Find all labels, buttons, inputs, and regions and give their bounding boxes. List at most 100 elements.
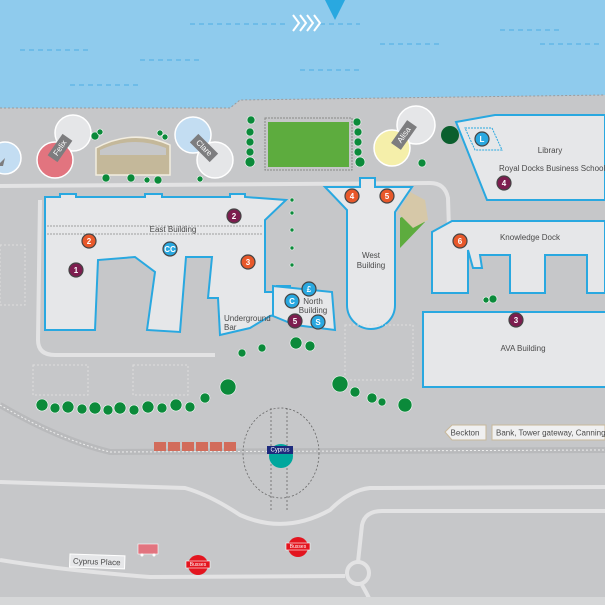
train: [154, 442, 236, 451]
tree-icon: [96, 128, 104, 136]
underground-bar-label-1: Underground: [224, 314, 271, 323]
marker-circle: [81, 233, 97, 249]
marker-circle: [452, 233, 468, 249]
sports-field: [268, 122, 349, 167]
marker-circle: [162, 241, 178, 257]
marker-circle: [379, 188, 395, 204]
tree-icon: [113, 401, 127, 415]
marker-east-1[interactable]: 1: [68, 262, 84, 278]
car-parks: [0, 244, 414, 396]
street-label-cyprus-place: Cyprus Place: [69, 553, 126, 570]
tree-icon: [161, 133, 169, 141]
tree-icon: [353, 137, 363, 147]
tree-icon: [441, 126, 459, 144]
svg-text:Cyprus Place: Cyprus Place: [73, 557, 121, 568]
tree-icon: [184, 401, 196, 413]
marker-label: 2: [232, 212, 237, 221]
water-ripples: [20, 23, 600, 86]
tree-icon: [289, 227, 295, 233]
marker-circle: [226, 208, 242, 224]
marker-east-cc[interactable]: CC: [162, 241, 178, 257]
tree-icon: [488, 294, 498, 304]
tree-icon: [417, 158, 427, 168]
tree-icon: [102, 404, 114, 416]
library-business-school[interactable]: [454, 114, 605, 201]
station-name: Cyprus: [270, 448, 289, 454]
tree-icon: [237, 348, 247, 358]
marker-west-4[interactable]: 4: [344, 188, 360, 204]
knowledge-dock[interactable]: [431, 220, 605, 294]
marker-west-5[interactable]: 5: [379, 188, 395, 204]
marker-east-3[interactable]: 3: [240, 254, 256, 270]
west-building[interactable]: [322, 177, 414, 330]
tree-icon: [246, 115, 256, 125]
library-annex: [464, 127, 503, 151]
marker-circle: [496, 175, 512, 191]
marker-label: L: [480, 135, 485, 144]
marker-label: £: [307, 285, 312, 294]
marker-label: 3: [514, 316, 519, 325]
marker-label: 1: [74, 266, 79, 275]
marker-east-2-purple[interactable]: 2: [226, 208, 242, 224]
water: [0, 0, 605, 108]
tree-icon: [289, 197, 295, 203]
tree-icon: [49, 402, 61, 414]
marker-north-5[interactable]: 5: [287, 313, 303, 329]
dlr-railway: [0, 402, 605, 456]
shoreline: [0, 94, 605, 109]
marker-circle: [287, 313, 303, 329]
marker-ava-3[interactable]: 3: [508, 312, 524, 328]
marker-north-pound[interactable]: £: [301, 281, 317, 297]
station-footbridge: [242, 407, 320, 510]
tree-icon: [289, 336, 303, 350]
marker-label: S: [315, 318, 321, 327]
marker-library-4[interactable]: 4: [496, 175, 512, 191]
svg-text:Bank, Tower gateway, Canning T: Bank, Tower gateway, Canning Town: [496, 429, 605, 438]
tree-icon: [153, 175, 163, 185]
tree-icon: [257, 343, 267, 353]
business-school-label: Royal Docks Business School: [499, 164, 605, 173]
residence-tag-partial: [0, 158, 5, 166]
tree-icon: [156, 402, 168, 414]
field-border: [264, 117, 353, 171]
west-building-label-2: Building: [357, 261, 385, 270]
marker-north-s[interactable]: S: [310, 314, 326, 330]
tree-icon: [397, 397, 413, 413]
sign-bank-tower-gateway: Bank, Tower gateway, Canning Town: [491, 424, 605, 441]
tree-icon: [128, 404, 140, 416]
tree-icon: [331, 375, 349, 393]
marker-north-c[interactable]: C: [284, 293, 300, 309]
marker-circle: [474, 131, 490, 147]
marker-kd-6[interactable]: 6: [452, 233, 468, 249]
tree-icon: [354, 156, 366, 168]
cyprus-station[interactable]: Cyprus: [267, 444, 293, 468]
bus-stop-label: Busses: [190, 562, 207, 568]
tree-icon: [352, 117, 362, 127]
underground-bar-label-2: Bar: [224, 323, 237, 332]
tree-icon: [196, 175, 204, 183]
tree-icon: [289, 210, 295, 216]
marker-library-l[interactable]: L: [474, 131, 490, 147]
tree-icon: [169, 398, 183, 412]
tree-icon: [61, 400, 75, 414]
tree-icon: [377, 397, 387, 407]
north-building-label-2: Building: [299, 306, 327, 315]
tree-icon: [244, 156, 256, 168]
east-building-label: East Building: [150, 225, 197, 234]
marker-circle: [240, 254, 256, 270]
bus-stop-roundabout[interactable]: Busses: [285, 537, 311, 557]
tree-icon: [35, 398, 49, 412]
marker-east-2-orange[interactable]: 2: [81, 233, 97, 249]
marker-circle: [68, 262, 84, 278]
marker-label: 6: [458, 237, 463, 246]
bus-stop-cyprus-place[interactable]: Busses: [185, 555, 211, 575]
tree-icon: [219, 378, 237, 396]
roads: [0, 180, 605, 605]
west-building-label-1: West: [362, 251, 381, 260]
trees: [35, 115, 498, 416]
tree-icon: [289, 245, 295, 251]
sign-beckton: Beckton: [444, 424, 487, 441]
marker-label: 5: [293, 317, 298, 326]
tree-icon: [76, 403, 88, 415]
